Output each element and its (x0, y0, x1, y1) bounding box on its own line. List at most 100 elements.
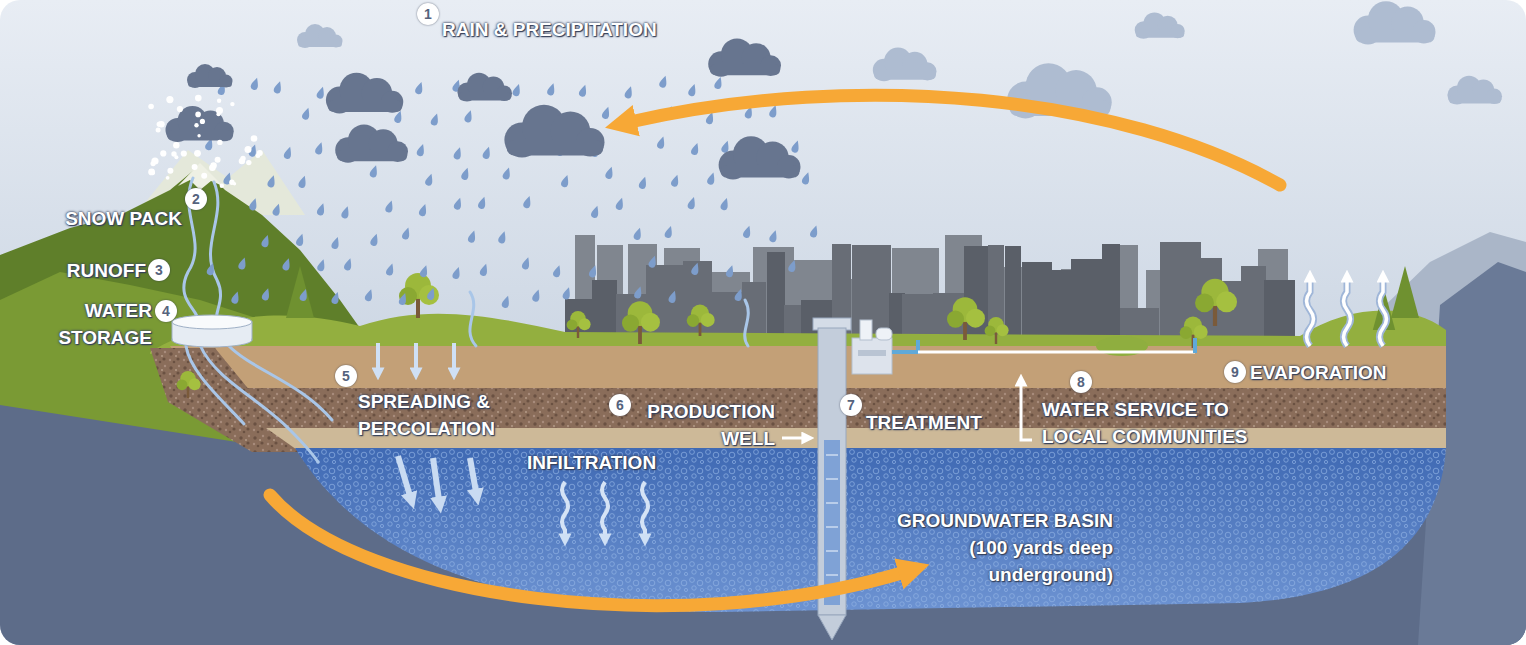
tree-crown (1194, 325, 1208, 339)
rain-drop (604, 166, 615, 180)
rain-drop (273, 80, 284, 94)
rain-drop (502, 166, 513, 180)
tree-trunk (638, 325, 642, 344)
rain-drop (250, 77, 261, 91)
evaporation-arrow (1380, 280, 1387, 346)
spreading-arrows (378, 343, 454, 370)
rain-drop (477, 196, 488, 210)
infiltration-wave (642, 482, 648, 536)
infiltration-wave (562, 482, 568, 536)
rain-drop (316, 258, 327, 272)
rain-drop (725, 264, 736, 278)
snowflake (246, 160, 251, 165)
building (852, 245, 891, 345)
callout-number: 7 (840, 394, 862, 416)
rain-drop (706, 171, 717, 185)
rain-drop (430, 112, 441, 126)
rain-drop (426, 287, 437, 301)
rain-drop (656, 135, 667, 149)
snowflake (181, 150, 187, 156)
rain-drop (267, 174, 278, 188)
rain-drop (316, 202, 327, 216)
tree-crown (966, 309, 985, 328)
snowflake (166, 96, 173, 103)
service-bracket (1021, 384, 1032, 440)
rain-drop (453, 197, 464, 211)
tree-crown (985, 325, 996, 336)
snowflake (157, 121, 163, 127)
rain-drop (562, 286, 573, 300)
treatment-plant (852, 320, 892, 374)
tree-crown (947, 311, 964, 328)
well-screen (826, 478, 838, 480)
cloud (457, 73, 512, 102)
cloud-base (167, 130, 233, 141)
cloud (1135, 12, 1185, 38)
rain-drop (340, 205, 351, 219)
callout-number: 4 (155, 300, 177, 322)
stage-label: WATER STORAGE (42, 297, 152, 351)
rain-drop (482, 146, 493, 160)
rain-drop (670, 174, 681, 188)
snowflake (230, 102, 234, 106)
rain-drop (809, 224, 820, 238)
snowflake (194, 123, 198, 127)
rain-drop (230, 290, 241, 304)
stage-label: INFILTRATION (527, 449, 656, 476)
snowflake (195, 95, 202, 102)
rain-drop (343, 257, 354, 271)
pipe (1193, 338, 1197, 353)
snowflake (151, 157, 158, 164)
well-screen (826, 454, 838, 456)
rain-drop (301, 107, 312, 121)
tree-trunk (187, 386, 189, 398)
rain-drop (237, 256, 248, 270)
tree-trunk (995, 332, 997, 344)
cloud (297, 24, 343, 48)
rain-drop (316, 86, 327, 100)
rain-drop (369, 233, 380, 247)
rain-drop (552, 264, 563, 278)
tree-trunk (577, 326, 579, 338)
rain-drop (453, 146, 464, 160)
snowfall (148, 95, 263, 188)
snowflake (220, 184, 224, 188)
snowflake (233, 182, 236, 185)
rain-drop (588, 264, 599, 278)
cloud (504, 105, 604, 158)
cloud-base (720, 165, 799, 178)
rain-drop (648, 255, 659, 269)
rain-drop (206, 262, 217, 276)
tree-trunk (699, 322, 702, 336)
tree-crown (641, 313, 660, 332)
tree (177, 371, 201, 398)
tree-crown (1195, 293, 1214, 312)
well-water (824, 440, 840, 605)
cloud-base (298, 40, 342, 47)
stream (210, 182, 220, 322)
snowflake (177, 106, 183, 112)
well-screen (826, 502, 838, 504)
rain-drop (658, 75, 669, 89)
snowflake (195, 112, 201, 118)
stream (186, 346, 244, 424)
rain-drop (512, 83, 523, 97)
evaporation-arrow (1344, 280, 1351, 346)
tank-top (172, 315, 252, 329)
plant-tower (860, 320, 872, 340)
tree-crown (701, 313, 715, 327)
rain-drop (791, 139, 802, 153)
rain-drop (416, 143, 427, 157)
cloud (1354, 1, 1436, 44)
rain-drop (546, 82, 557, 96)
tree-crown (419, 285, 439, 305)
cloud-base (874, 70, 936, 80)
snowflake (148, 104, 154, 110)
rain-drop (295, 233, 306, 247)
rain-drop (633, 285, 644, 299)
rain-drop (720, 197, 731, 211)
rain-drop (298, 175, 309, 189)
cloud-base (1136, 30, 1184, 38)
well-screen (826, 574, 838, 576)
